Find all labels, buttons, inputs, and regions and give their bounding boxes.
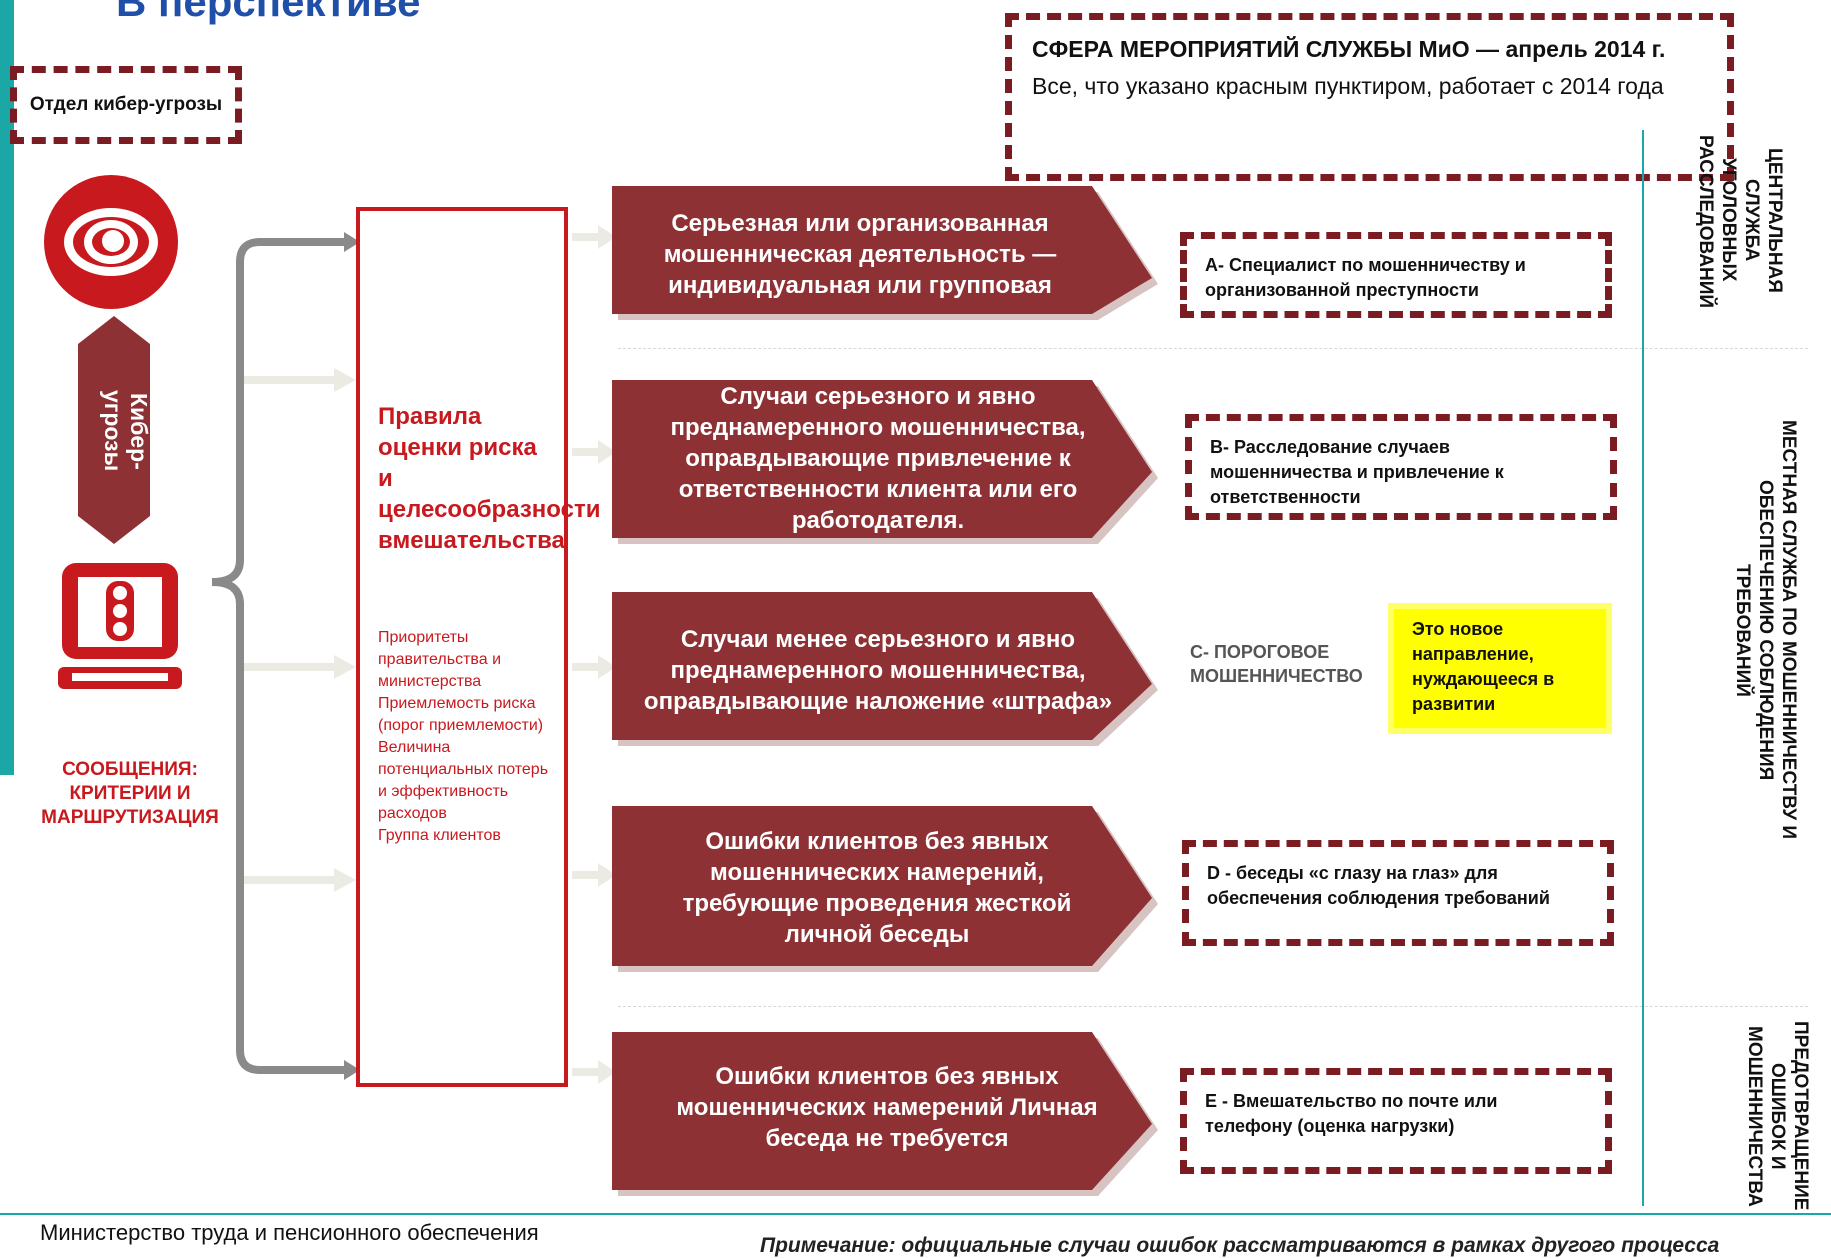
messages-label: СООБЩЕНИЯ: КРИТЕРИИ И МАРШРУТИЗАЦИЯ — [41, 759, 219, 828]
scope-box: СФЕРА МЕРОПРИЯТИЙ СЛУЖБЫ МиО — апрель 20… — [1005, 13, 1734, 181]
response-e-text: E - Вмешательство по почте или телефону … — [1205, 1091, 1498, 1136]
cyber-dept-label: Отдел кибер-угрозы — [29, 94, 223, 115]
rules-item: Группа клиентов — [378, 827, 501, 844]
category-serious-intentional: Случаи серьезного и явно преднамеренного… — [670, 382, 1086, 534]
side-label-local: МЕСТНАЯ СЛУЖБА ПО МОШЕННИЧЕСТВУ И ОБЕСПЕ… — [1732, 420, 1799, 840]
response-a-box: A- Специалист по мошенничеству и организ… — [1180, 232, 1612, 318]
category-less-serious: Случаи менее серьезного и явно преднамер… — [643, 625, 1113, 715]
side-label-prevention: ПРЕДОТВРАЩЕНИЕ ОШИБОК И МОШЕННИЧЕСТВА — [1744, 1021, 1811, 1211]
section-separator — [618, 348, 1808, 350]
response-c-text: C- ПОРОГОВОЕ МОШЕННИЧЕСТВО — [1190, 642, 1363, 686]
category-arrows — [612, 186, 1158, 1196]
side-label-central: ЦЕНТРАЛЬНАЯ СЛУЖБА УГОЛОВНЫХ РАССЛЕДОВАН… — [1695, 135, 1785, 309]
category-client-errors-no-interview: Ошибки клиентов без явных мошеннических … — [676, 1062, 1098, 1152]
rules-title: Правила оценки риска и целесообразности … — [378, 403, 601, 554]
vertical-divider — [1642, 130, 1644, 1206]
scope-heading: СФЕРА МЕРОПРИЯТИЙ СЛУЖБЫ МиО — апрель 20… — [1032, 36, 1666, 62]
left-accent-bar — [0, 0, 14, 775]
rules-item: Приемлемость риска (порог приемлемости) — [378, 695, 544, 734]
routing-brace — [211, 232, 360, 1080]
rules-item: Величина потенциальных потерь и эффектив… — [378, 739, 549, 822]
section-separator — [618, 1006, 1808, 1008]
scope-subtext: Все, что указано красным пунктиром, рабо… — [1032, 73, 1664, 99]
category-client-errors-interview: Ошибки клиентов без явных мошеннических … — [682, 828, 1072, 948]
down-arrow-icon — [78, 316, 150, 544]
response-b-box: B- Расследование случаев мошенничества и… — [1185, 414, 1617, 520]
new-direction-note: Это новое направление, нуждающееся в раз… — [1388, 603, 1612, 734]
response-e-box: E - Вмешательство по почте или телефону … — [1180, 1068, 1612, 1174]
cyber-threats-label: Кибер-угрозы — [100, 390, 152, 472]
cyber-dept-box: Отдел кибер-угрозы — [10, 66, 242, 144]
response-a-text: A- Специалист по мошенничеству и организ… — [1205, 255, 1526, 300]
traffic-light-computer-icon — [58, 563, 182, 689]
rules-item: Приоритеты правительства и министерства — [378, 629, 502, 690]
page-title: В перспективе — [116, 0, 421, 25]
footnote: Примечание: официальные случаи ошибок ра… — [760, 1234, 1720, 1257]
response-d-box: D - беседы «с глазу на глаз» для обеспеч… — [1182, 840, 1614, 946]
response-d-text: D - беседы «с глазу на глаз» для обеспеч… — [1207, 863, 1550, 908]
connector-arrows — [572, 225, 616, 1084]
footer-line — [0, 1213, 1831, 1215]
rules-box — [356, 207, 568, 1087]
response-b-text: B- Расследование случаев мошенничества и… — [1210, 437, 1504, 507]
rules-list: Приоритеты правительства и министерства … — [378, 627, 558, 847]
category-serious-organized: Серьезная или организованная мошенническ… — [663, 209, 1057, 299]
ministry-name: Министерство труда и пенсионного обеспеч… — [40, 1220, 539, 1245]
eye-icon — [44, 175, 178, 309]
